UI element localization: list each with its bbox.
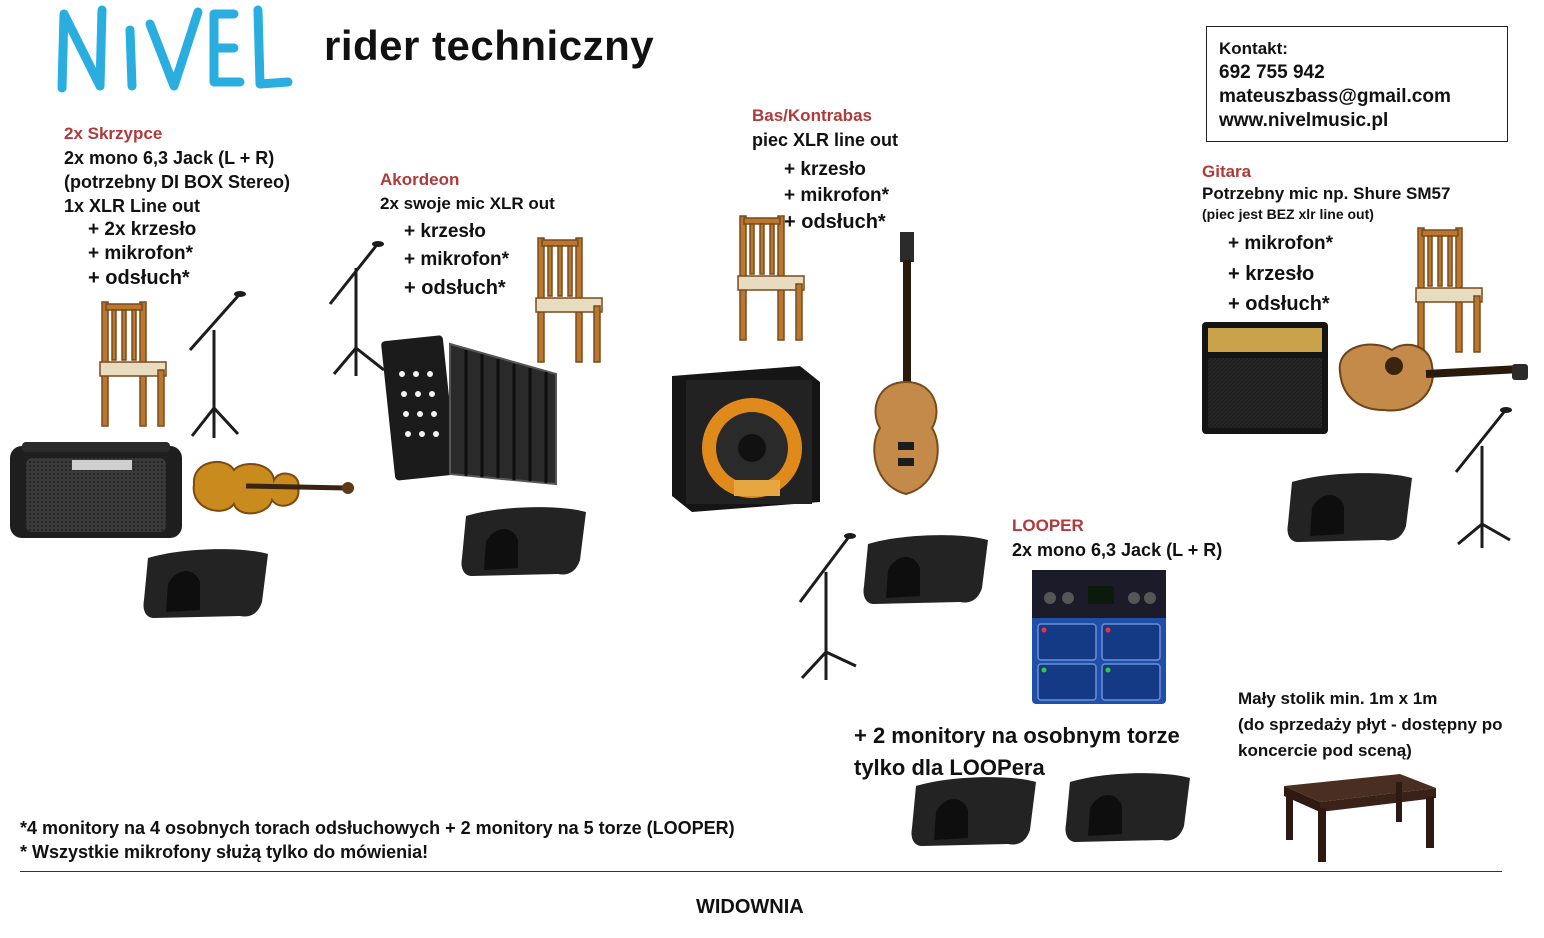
monitor-icon — [1287, 473, 1412, 542]
monitor-icon — [461, 507, 586, 576]
guitar-line: + mikrofon* — [1228, 233, 1334, 254]
page-title: rider techniczny — [324, 22, 655, 69]
bass-section: Bas/Kontrabas piec XLR line out + krzesł… — [752, 104, 898, 234]
looper-monitors-line: tylko dla LOOPera — [854, 755, 1045, 780]
looper-pedal-icon — [1032, 570, 1166, 704]
chair-icon — [1415, 227, 1483, 353]
bass-amp-icon — [672, 366, 820, 512]
table-section: Mały stolik min. 1m x 1m (do sprzedaży p… — [1238, 686, 1502, 764]
violin-line: + mikrofon* — [88, 243, 194, 264]
contact-box: Kontakt: 692 755 942 mateuszbass@gmail.c… — [1206, 26, 1508, 142]
accordion-icon — [381, 335, 557, 486]
table-line: Mały stolik min. 1m x 1m — [1238, 689, 1438, 708]
violin-line: + 2x krzesło — [88, 219, 197, 240]
looper-line: 2x mono 6,3 Jack (L + R) — [1012, 540, 1223, 560]
violin-line: (potrzebny DI BOX Stereo) — [64, 172, 291, 192]
monitor-icon — [1065, 773, 1190, 842]
violin-line: 2x mono 6,3 Jack (L + R) — [64, 148, 275, 168]
guitar-line: + krzesło — [1228, 263, 1315, 285]
accordion-line: + krzesło — [404, 221, 486, 242]
accordion-heading: Akordeon — [380, 170, 460, 189]
mic-stand-icon — [188, 291, 246, 438]
chair-icon — [535, 237, 603, 363]
looper-monitors-note: + 2 monitory na osobnym torze tylko dla … — [854, 720, 1180, 784]
mic-stand-icon — [328, 241, 385, 376]
stage-edge-line — [20, 871, 1502, 872]
table-line: (do sprzedaży płyt - dostępny po — [1238, 715, 1503, 734]
contact-phone: 692 755 942 — [1219, 62, 1325, 83]
violin-amp-icon — [10, 442, 182, 538]
bass-heading: Bas/Kontrabas — [752, 106, 872, 125]
violin-line: + odsłuch* — [88, 267, 190, 289]
acoustic-guitar-icon — [1338, 343, 1528, 412]
footnote: *4 monitory na 4 osobnych torach odsłuch… — [20, 818, 735, 838]
monitor-icon — [143, 549, 268, 618]
mic-stand-icon — [1454, 407, 1512, 548]
accordion-section: Akordeon 2x swoje mic XLR out + krzesło … — [380, 168, 555, 300]
accordion-line: + odsłuch* — [404, 277, 506, 299]
footnotes: *4 monitory na 4 osobnych torach odsłuch… — [20, 816, 735, 864]
chair-icon — [99, 301, 167, 427]
guitar-heading: Gitara — [1202, 162, 1252, 181]
bass-line: + mikrofon* — [784, 185, 890, 206]
guitar-section: Gitara Potrzebny mic np. Shure SM57 (pie… — [1202, 160, 1450, 316]
chair-icon — [737, 215, 805, 341]
bass-line: piec XLR line out — [752, 130, 899, 150]
bass-line: + krzesło — [784, 159, 866, 180]
violin-heading: 2x Skrzypce — [64, 124, 163, 143]
violin-line: 1x XLR Line out — [64, 196, 201, 216]
bass-line: + odsłuch* — [784, 211, 886, 233]
looper-section: LOOPER 2x mono 6,3 Jack (L + R) — [1012, 514, 1222, 562]
guitar-amp-icon — [1202, 322, 1328, 434]
accordion-line: 2x swoje mic XLR out — [380, 194, 555, 213]
violin-icon — [192, 461, 354, 515]
mic-stand-icon — [798, 533, 857, 680]
contact-email: mateuszbass@gmail.com — [1219, 86, 1451, 107]
guitar-line: Potrzebny mic np. Shure SM57 — [1202, 184, 1451, 203]
contact-website: www.nivelmusic.pl — [1219, 110, 1389, 131]
looper-heading: LOOPER — [1012, 516, 1084, 535]
bass-guitar-icon — [873, 232, 939, 496]
audience-label: WIDOWNIA — [696, 896, 804, 918]
accordion-line: + mikrofon* — [404, 249, 510, 270]
table-line: koncercie pod sceną) — [1238, 741, 1412, 760]
nivel-logo — [57, 5, 293, 93]
contact-label: Kontakt: — [1219, 39, 1288, 58]
footnote: * Wszystkie mikrofony służą tylko do mów… — [20, 842, 429, 862]
guitar-line: + odsłuch* — [1228, 293, 1330, 315]
violin-section: 2x Skrzypce 2x mono 6,3 Jack (L + R) (po… — [64, 122, 290, 290]
looper-monitors-line: + 2 monitory na osobnym torze — [854, 723, 1180, 748]
guitar-line: (piec jest BEZ xlr line out) — [1202, 206, 1374, 222]
monitor-icon — [863, 535, 988, 604]
table-icon — [1284, 774, 1436, 862]
monitor-icon — [911, 777, 1036, 846]
